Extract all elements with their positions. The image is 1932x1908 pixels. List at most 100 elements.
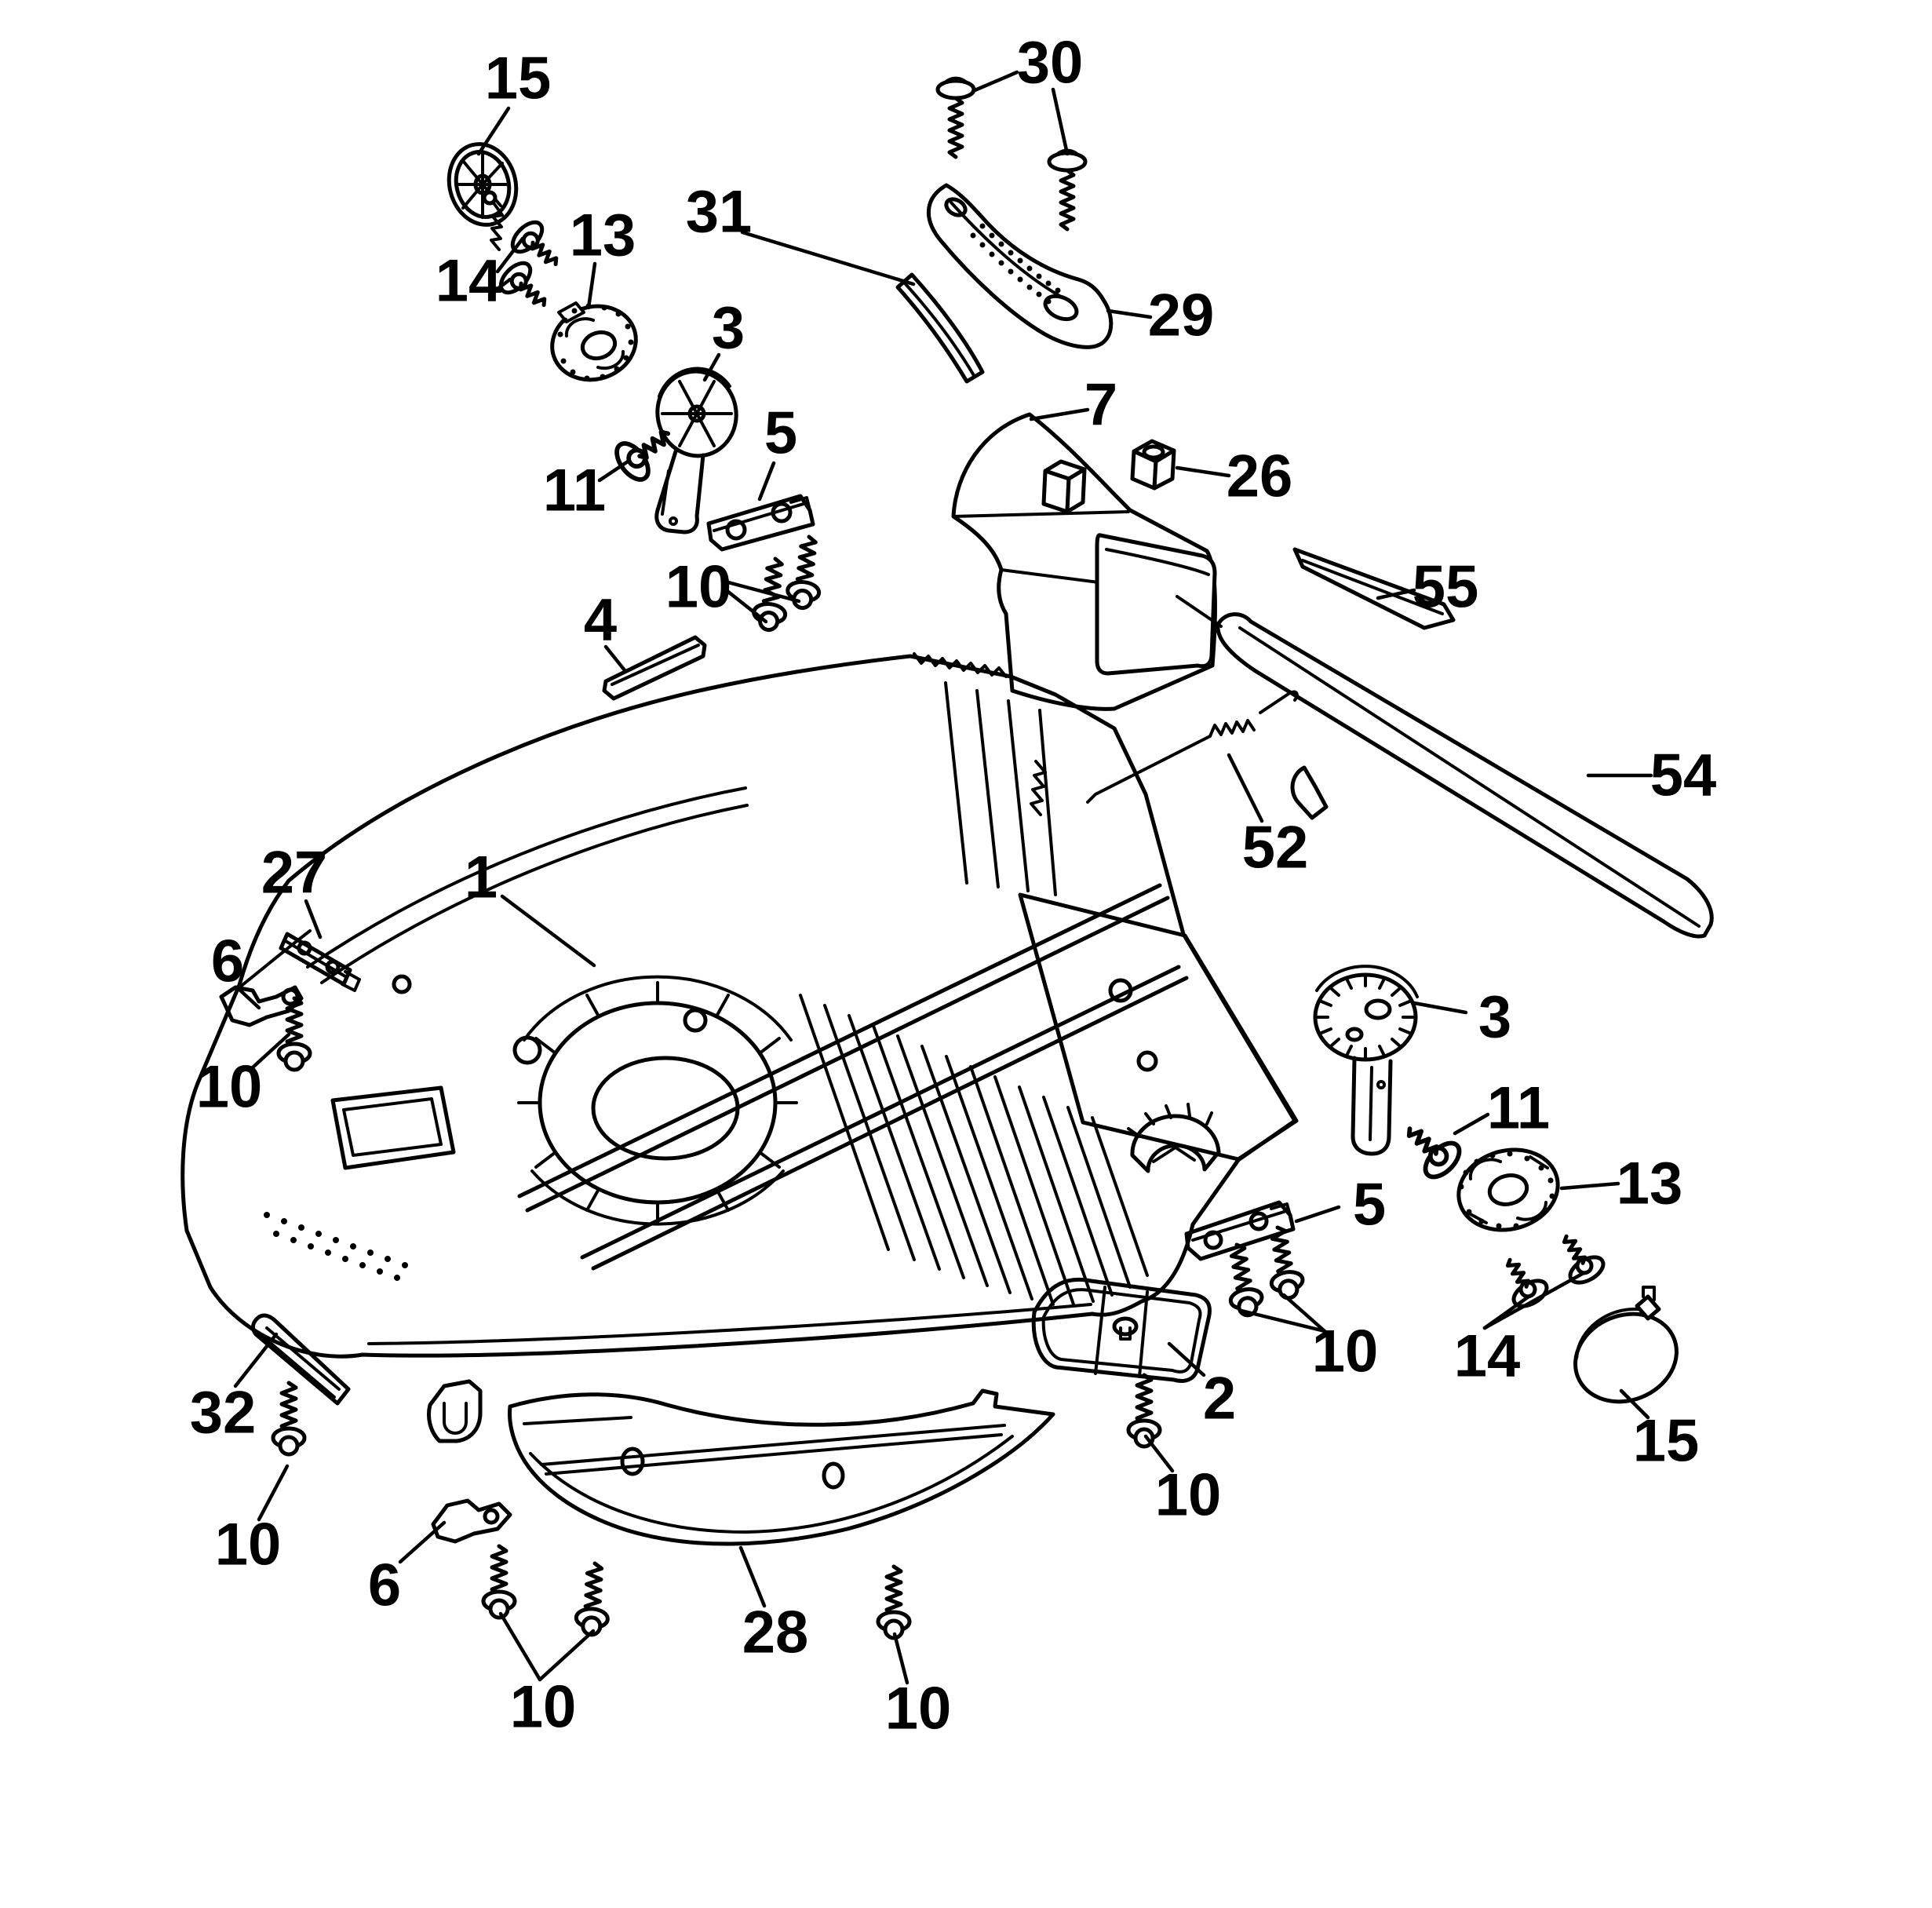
part-6-clamp-bottom [431, 1498, 512, 1544]
callout-label-c6-bottom: 6 [368, 1552, 401, 1619]
callout-label-c54: 54 [1650, 742, 1717, 809]
part-54-blade-arm [1176, 595, 1714, 939]
leader-c52-0 [1227, 753, 1264, 823]
callout-label-c29: 29 [1148, 283, 1215, 349]
leader-c10-bottom-mid-0 [498, 1611, 542, 1682]
callout-label-c5-right: 5 [1353, 1172, 1386, 1239]
leader-c10-left-0 [250, 1032, 291, 1070]
part-5-bracket-top [706, 494, 815, 552]
leader-c10-bottom-right-0 [892, 1632, 909, 1685]
callout-label-c32: 32 [190, 1380, 257, 1447]
callout-label-c26: 26 [1227, 443, 1293, 510]
callout-label-c2: 2 [1203, 1366, 1236, 1432]
leader-c10-right-1 [1281, 1293, 1327, 1333]
callout-label-c14-top: 14 [436, 248, 502, 315]
leader-c5-top-0 [757, 461, 776, 502]
part-7-rear-door [951, 412, 1217, 711]
part-31-strip [895, 272, 985, 384]
callout-label-c10-right: 10 [1312, 1319, 1379, 1385]
callout-label-c10-below32: 10 [215, 1512, 282, 1578]
part-15-cap-right [1573, 1286, 1679, 1404]
leader-c14-top-1 [495, 277, 512, 291]
leader-c10-below32-0 [257, 1464, 290, 1522]
part-26-nut [1130, 439, 1176, 491]
deck-vent-ribs [799, 994, 1149, 1306]
leader-c7-0 [1029, 407, 1090, 421]
part-13-gear-right [1456, 1147, 1560, 1232]
callout-label-c11-top: 11 [543, 458, 606, 524]
leader-c29-0 [1106, 308, 1153, 319]
part-3-dial-right [1313, 965, 1419, 1156]
leader-c14-top-0 [495, 236, 525, 274]
callout-label-c5-top: 5 [764, 400, 797, 467]
leader-c14-right-1 [1482, 1271, 1586, 1330]
leader-c55-0 [1376, 588, 1416, 600]
callout-label-c55: 55 [1413, 554, 1479, 621]
leader-c10-below2-0 [1143, 1434, 1175, 1473]
leader-c5-right-0 [1294, 1205, 1341, 1224]
callout-label-c15-top: 15 [485, 46, 552, 112]
callout-label-c31: 31 [686, 179, 753, 246]
callout-label-c3-top: 3 [712, 295, 745, 362]
part-52-spring-rod [1086, 690, 1299, 804]
callout-label-c27: 27 [261, 840, 328, 907]
part-1-deck-housing [180, 652, 1299, 1443]
callout-label-c10-left: 10 [196, 1054, 263, 1121]
part-55-vane [1292, 547, 1456, 630]
part-3-dial-top [654, 367, 738, 534]
leader-c10-bottom-mid-1 [538, 1629, 596, 1682]
callout-label-c28: 28 [742, 1600, 809, 1666]
callout-label-c14-right: 14 [1454, 1323, 1521, 1390]
leader-c6-bottom-0 [398, 1520, 447, 1564]
leader-c30-1 [1051, 87, 1070, 156]
leader-c13-right-0 [1559, 1181, 1620, 1191]
leader-c11-top-0 [597, 459, 630, 483]
part-32-rail [251, 1313, 351, 1406]
callout-label-c10-below2: 10 [1155, 1462, 1222, 1529]
callout-label-c1: 1 [465, 845, 498, 911]
callout-label-c30: 30 [1017, 30, 1084, 97]
callout-label-c11-right: 11 [1487, 1075, 1550, 1142]
leader-c15-top-0 [476, 106, 511, 156]
deck-dot-texture [264, 1212, 408, 1281]
leader-c2-0 [1167, 1341, 1206, 1377]
leader-c31-0 [740, 230, 916, 286]
leader-c30-0 [971, 70, 1019, 93]
leader-c28-0 [738, 1545, 767, 1608]
leader-c10-top-1 [726, 589, 768, 624]
part-15-wheel-top [447, 142, 519, 251]
callout-label-c7: 7 [1084, 372, 1117, 439]
leader-c10-right-0 [1239, 1308, 1327, 1333]
callout-label-c10-bottom-right: 10 [885, 1676, 952, 1742]
part-27-latch [279, 932, 361, 992]
part-5-bracket-right [1184, 1200, 1296, 1261]
callout-label-c3-right: 3 [1478, 984, 1511, 1051]
leader-c11-right-0 [1453, 1112, 1490, 1136]
leader-c27-0 [304, 899, 323, 939]
leader-c13-top-0 [586, 261, 597, 310]
leader-c32-0 [233, 1332, 279, 1388]
leader-c10-top-0 [726, 580, 801, 604]
callout-label-c6-left: 6 [211, 928, 244, 995]
callout-label-c4: 4 [584, 587, 617, 654]
callout-label-c15-right: 15 [1633, 1408, 1700, 1475]
leader-c6-left-0 [235, 985, 261, 1010]
leader-c1-0 [500, 894, 596, 968]
part-4-strip [602, 635, 707, 701]
part-6-clamp-left [219, 985, 304, 1027]
callout-label-c13-right: 13 [1617, 1151, 1683, 1217]
callout-label-c13-top: 13 [570, 202, 636, 269]
leader-c3-right-0 [1412, 1001, 1468, 1015]
part-28-deflector [508, 1388, 1055, 1546]
part-2-plate [1031, 1277, 1212, 1383]
leader-c3-top-0 [702, 352, 721, 382]
callout-label-c10-top: 10 [665, 554, 732, 621]
part-13-gear-top [550, 301, 638, 382]
part-29-handle [927, 183, 1114, 349]
callout-label-c52: 52 [1242, 815, 1309, 881]
callout-label-c10-bottom-mid: 10 [510, 1674, 577, 1741]
leader-c15-right-0 [1619, 1388, 1650, 1420]
